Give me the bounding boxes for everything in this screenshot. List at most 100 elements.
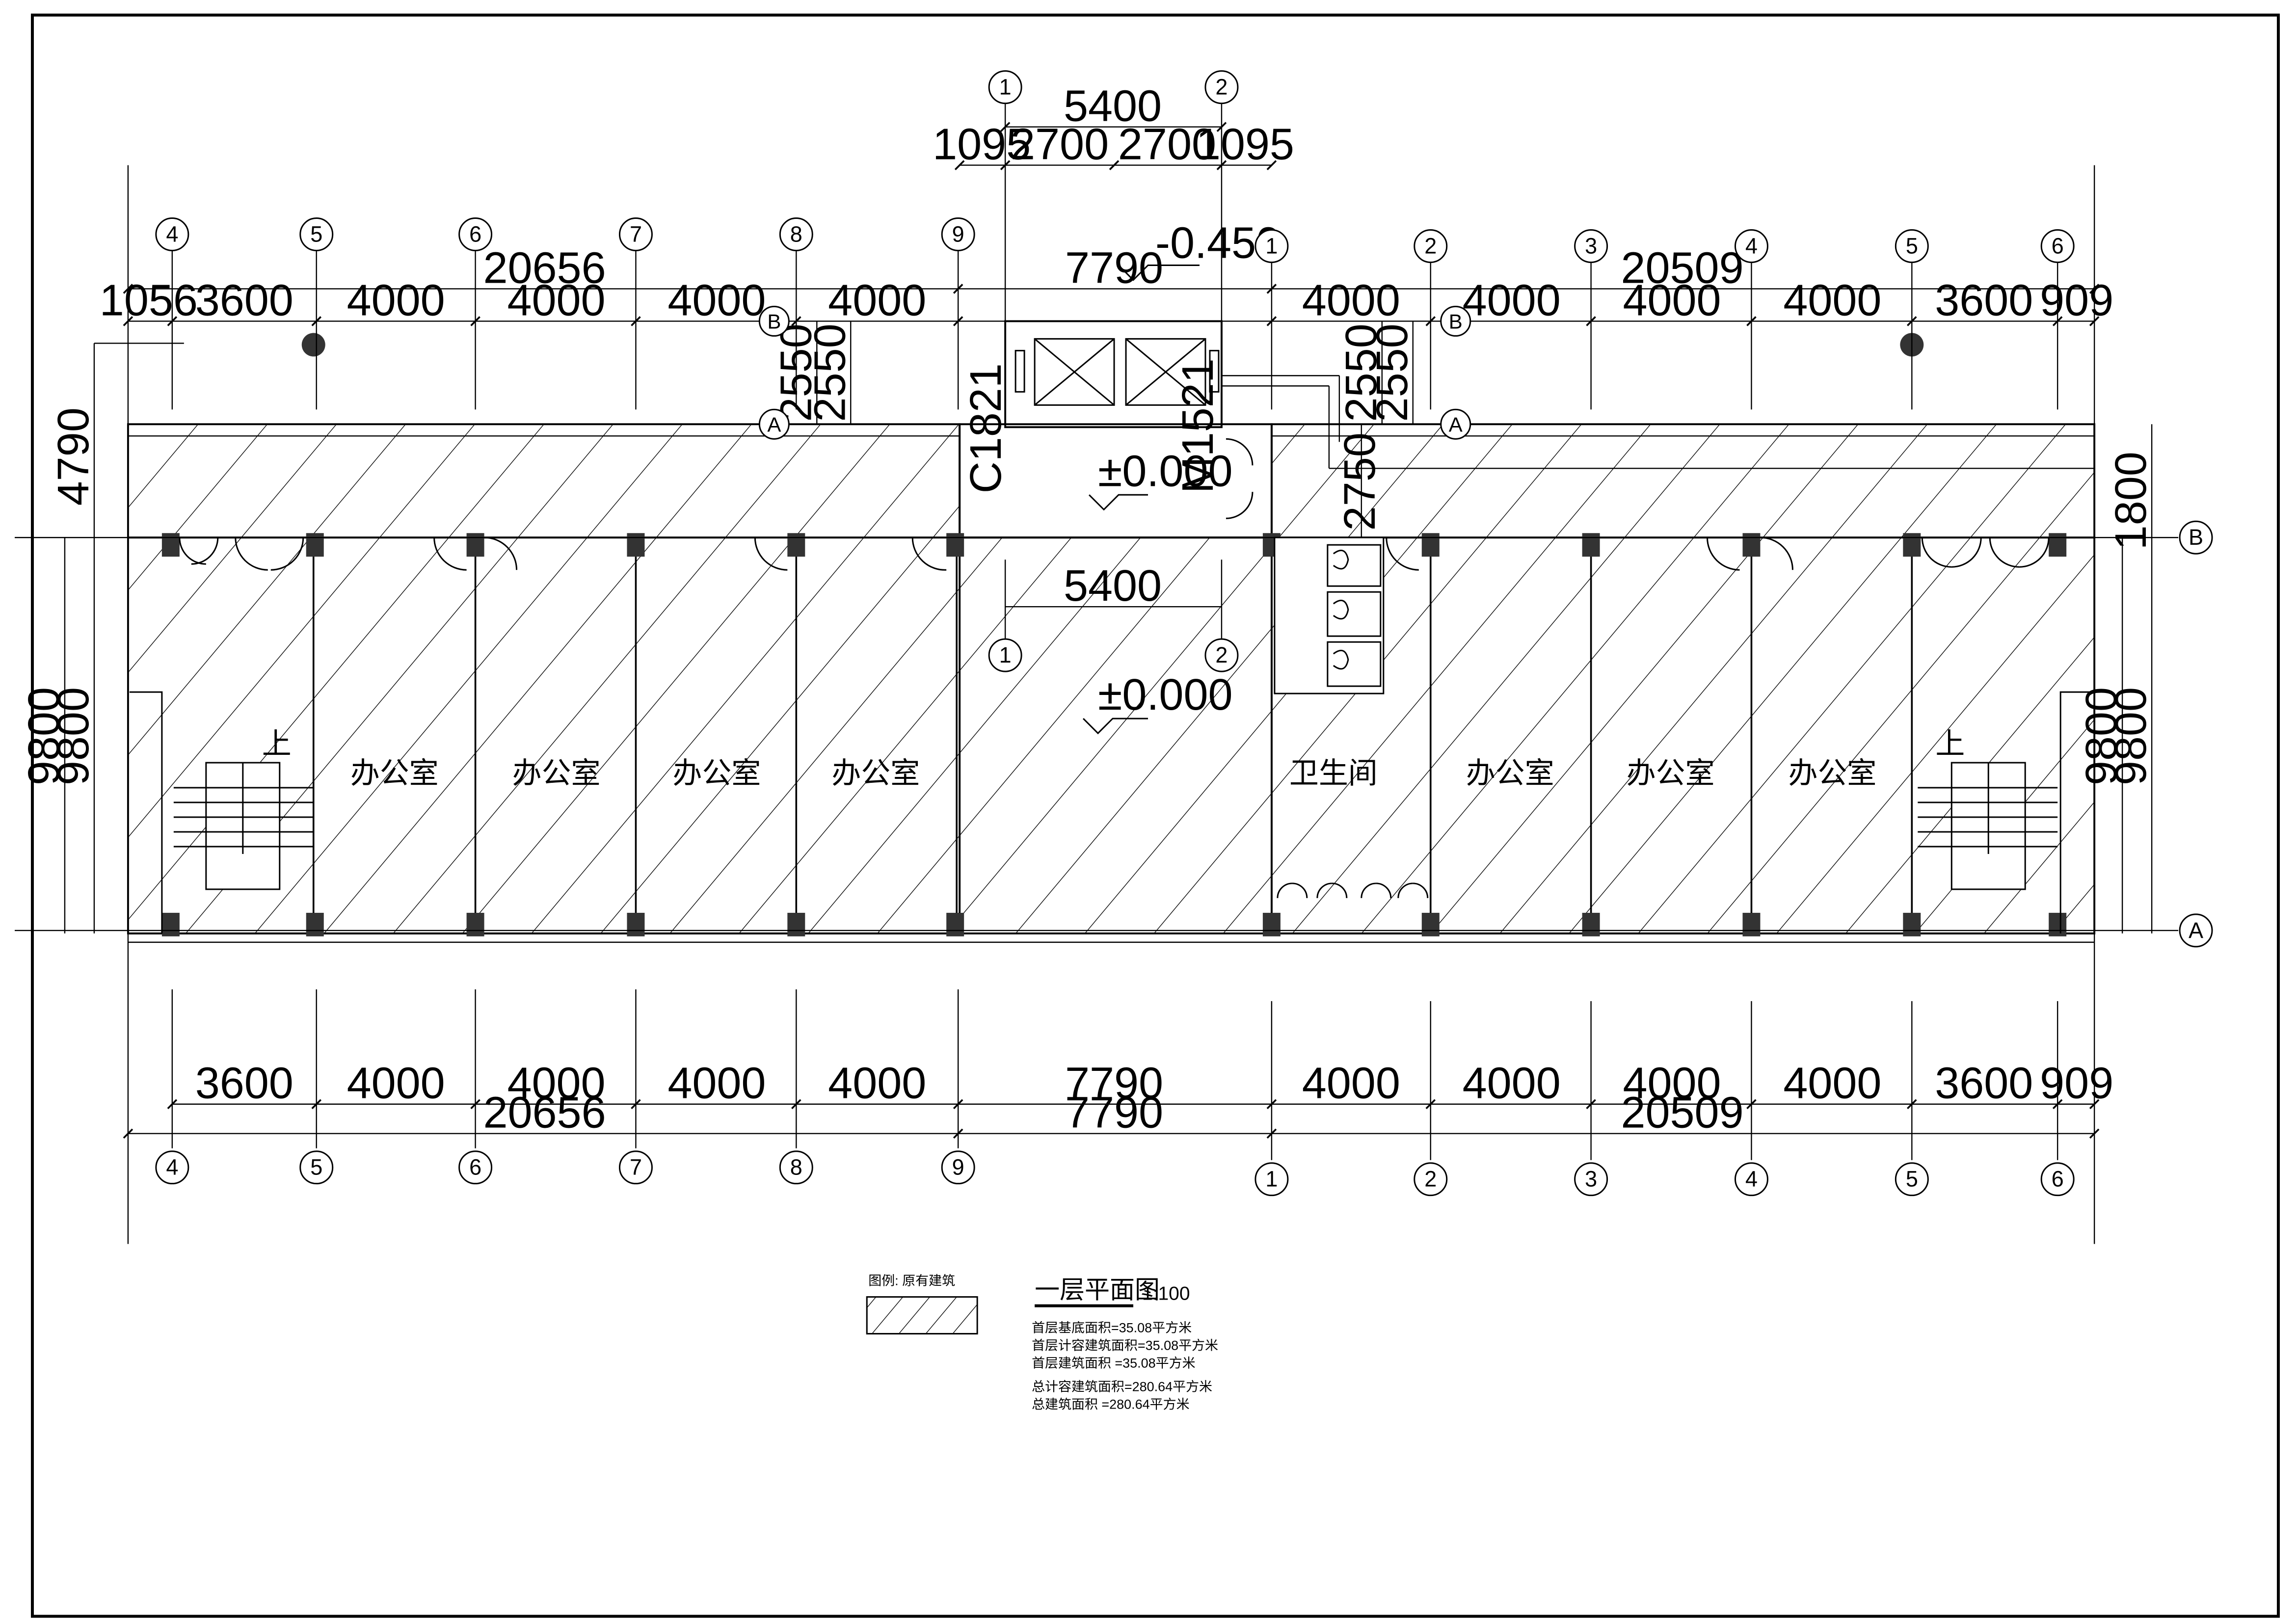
axis-left: 7: [630, 221, 642, 246]
dim-left-chain: 4000: [828, 276, 926, 325]
axis-left: 4: [166, 221, 178, 246]
axis-row: B: [767, 310, 781, 333]
dim-left-chain: 3600: [195, 276, 294, 325]
door-swings: [179, 438, 2050, 898]
axis-right: 1: [1265, 1167, 1278, 1192]
axis-left: 5: [310, 1155, 322, 1180]
dim-bottom-chain: 4000: [828, 1059, 926, 1108]
dim-bottom-chain: 3600: [195, 1059, 294, 1108]
axis-top-new: 1: [999, 642, 1012, 667]
dim-mid-total: 7790: [1065, 243, 1163, 293]
dim-bottom-total: 7790: [1065, 1089, 1163, 1138]
area-note: 首层计容建筑面积=35.08平方米: [1032, 1338, 1218, 1353]
axis-right: 2: [1424, 1167, 1437, 1192]
dim-vertical: 2750: [1335, 432, 1385, 531]
dim-lobby-span: 5400: [1064, 561, 1162, 611]
axis-row: A: [767, 413, 781, 436]
stair-up-label: 上: [262, 727, 292, 760]
axis-right: 1: [1265, 233, 1278, 258]
axis-top-new: 2: [1215, 642, 1228, 667]
room-label-office: 办公室: [1627, 757, 1715, 790]
dim-bottom-chain: 3600: [1935, 1059, 2033, 1108]
elevation-hall: ±0.000: [1098, 670, 1232, 719]
room-label-office: 办公室: [350, 757, 439, 790]
room-labels: 办公室 办公室 办公室 办公室 卫生间 办公室 办公室 办公室 上 上: [262, 727, 1965, 790]
dim-right-chain: 3600: [1935, 276, 2033, 325]
area-note: 首层建筑面积 =35.08平方米: [1032, 1356, 1195, 1371]
dim-vertical: 9800: [20, 687, 69, 785]
legend-hatch-swatch: [866, 1296, 978, 1335]
room-label-office: 办公室: [1466, 757, 1554, 790]
dim-vertical: 9800: [2077, 687, 2126, 785]
axis-left: 4: [166, 1155, 178, 1180]
sheet-border: [30, 13, 2280, 1618]
dim-right-total: 20509: [1621, 243, 1743, 293]
dim-left-chain: 4000: [667, 276, 766, 325]
axis-right: 6: [2052, 233, 2064, 258]
dim-vertical: 2550: [805, 323, 854, 422]
axis-left: 6: [469, 221, 481, 246]
dim-vertical: 4790: [49, 407, 98, 506]
axis-left: 9: [952, 1155, 964, 1180]
dim-bottom-chain: 7790: [1065, 1059, 1163, 1108]
axis-left: 6: [469, 1155, 481, 1180]
window-code: C1821: [961, 363, 1011, 493]
dim-top-chain: 2700: [1118, 120, 1216, 169]
axis-right: 6: [2052, 1167, 2064, 1192]
dim-right-chain: 4000: [1463, 276, 1561, 325]
room-label-toilet: 卫生间: [1289, 757, 1378, 790]
interior-partitions: [312, 537, 1913, 933]
grid-lines: [14, 103, 2179, 1244]
drawing-title: 一层平面图: [1035, 1276, 1160, 1304]
legend: 图例: 原有建筑: [866, 1274, 978, 1335]
axis-left: 8: [790, 221, 802, 246]
toilet-fixtures: [1274, 536, 1385, 694]
elevator-shafts: [1015, 338, 1220, 406]
room-label-office: 办公室: [512, 757, 601, 790]
stair-up-label: 上: [1935, 727, 1965, 760]
axis-right: 5: [1906, 1167, 1918, 1192]
dim-bottom-chain: 909: [2040, 1059, 2113, 1108]
dimension-labels: 5400 1095 2700 2700 1095 20656 7790 2050…: [20, 82, 2156, 1138]
room-label-office: 办公室: [1788, 757, 1876, 790]
door-code: M1521: [1174, 358, 1223, 493]
drawing-scale: 1:100: [1142, 1283, 1190, 1305]
axis-bubbles: [155, 70, 2213, 1197]
room-label-office: 办公室: [831, 757, 920, 790]
dim-right-chain: 909: [2040, 276, 2113, 325]
axis-row: B: [2189, 525, 2203, 550]
dim-vertical: 2550: [1337, 323, 1386, 422]
dim-top-chain: 1095: [1196, 120, 1294, 169]
dim-right-chain: 4000: [1623, 276, 1721, 325]
dim-right-chain: 4000: [1302, 276, 1400, 325]
area-note: 总建筑面积 =280.64平方米: [1032, 1397, 1190, 1411]
axis-left: 7: [630, 1155, 642, 1180]
dim-bottom-chain: 4000: [507, 1059, 605, 1108]
dim-top-chain: 2700: [1011, 120, 1109, 169]
dim-vertical: 1800: [2107, 452, 2156, 550]
stair-left: [129, 691, 314, 933]
area-note: 总计容建筑面积=280.64平方米: [1032, 1379, 1212, 1394]
title-block: 一层平面图 1:100 首层基底面积=35.08平方米 首层计容建筑面积=35.…: [1032, 1276, 1218, 1412]
axis-right: 2: [1424, 233, 1437, 258]
dim-bottom-total: 20509: [1621, 1089, 1743, 1138]
dim-bottom-total: 20656: [483, 1089, 606, 1138]
axis-left: 8: [790, 1155, 802, 1180]
axis-right: 3: [1585, 1167, 1597, 1192]
dim-bottom-chain: 4000: [1623, 1059, 1721, 1108]
elevation-marks: -0.450 ±0.000 ±0.000 C1821 M1521: [961, 218, 1281, 735]
dim-bottom-chain: 4000: [1463, 1059, 1561, 1108]
dimension-ticks: [123, 122, 2100, 1139]
building-outlines: [127, 320, 2096, 943]
axis-left: 9: [952, 221, 964, 246]
dim-top-chain: 1095: [933, 120, 1031, 169]
axis-row: A: [1449, 413, 1463, 436]
axis-right: 4: [1745, 1167, 1758, 1192]
dim-left-total: 20656: [483, 243, 606, 293]
dim-top-total: 5400: [1064, 82, 1162, 131]
axis-top-new: 2: [1215, 75, 1228, 100]
dim-bottom-chain: 4000: [1783, 1059, 1881, 1108]
room-label-office: 办公室: [672, 757, 761, 790]
elevation-lobby: ±0.000: [1098, 447, 1232, 496]
